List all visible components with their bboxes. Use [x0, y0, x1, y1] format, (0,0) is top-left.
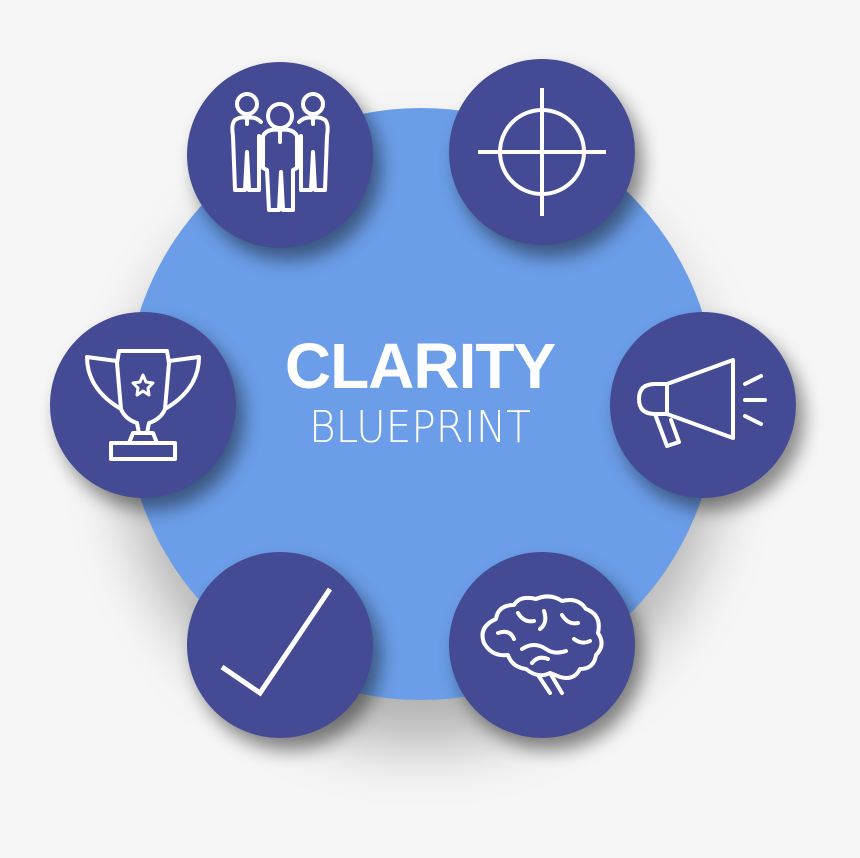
megaphone-icon: [637, 358, 767, 448]
node-brain: [449, 552, 635, 738]
center-label: CLARITY BLUEPRINT: [220, 330, 620, 454]
node-trophy: [50, 312, 236, 498]
trophy-icon: [85, 349, 201, 461]
node-team: [187, 62, 373, 248]
subtitle: BLUEPRINT: [309, 402, 531, 453]
crosshair-target-icon: [478, 88, 606, 216]
node-megaphone: [610, 312, 796, 498]
title: CLARITY: [284, 330, 556, 402]
brain-icon: [480, 594, 604, 695]
checkmark-icon: [220, 587, 333, 697]
node-check: [187, 552, 373, 738]
people-team-icon: [230, 92, 330, 212]
node-target: [449, 59, 635, 245]
